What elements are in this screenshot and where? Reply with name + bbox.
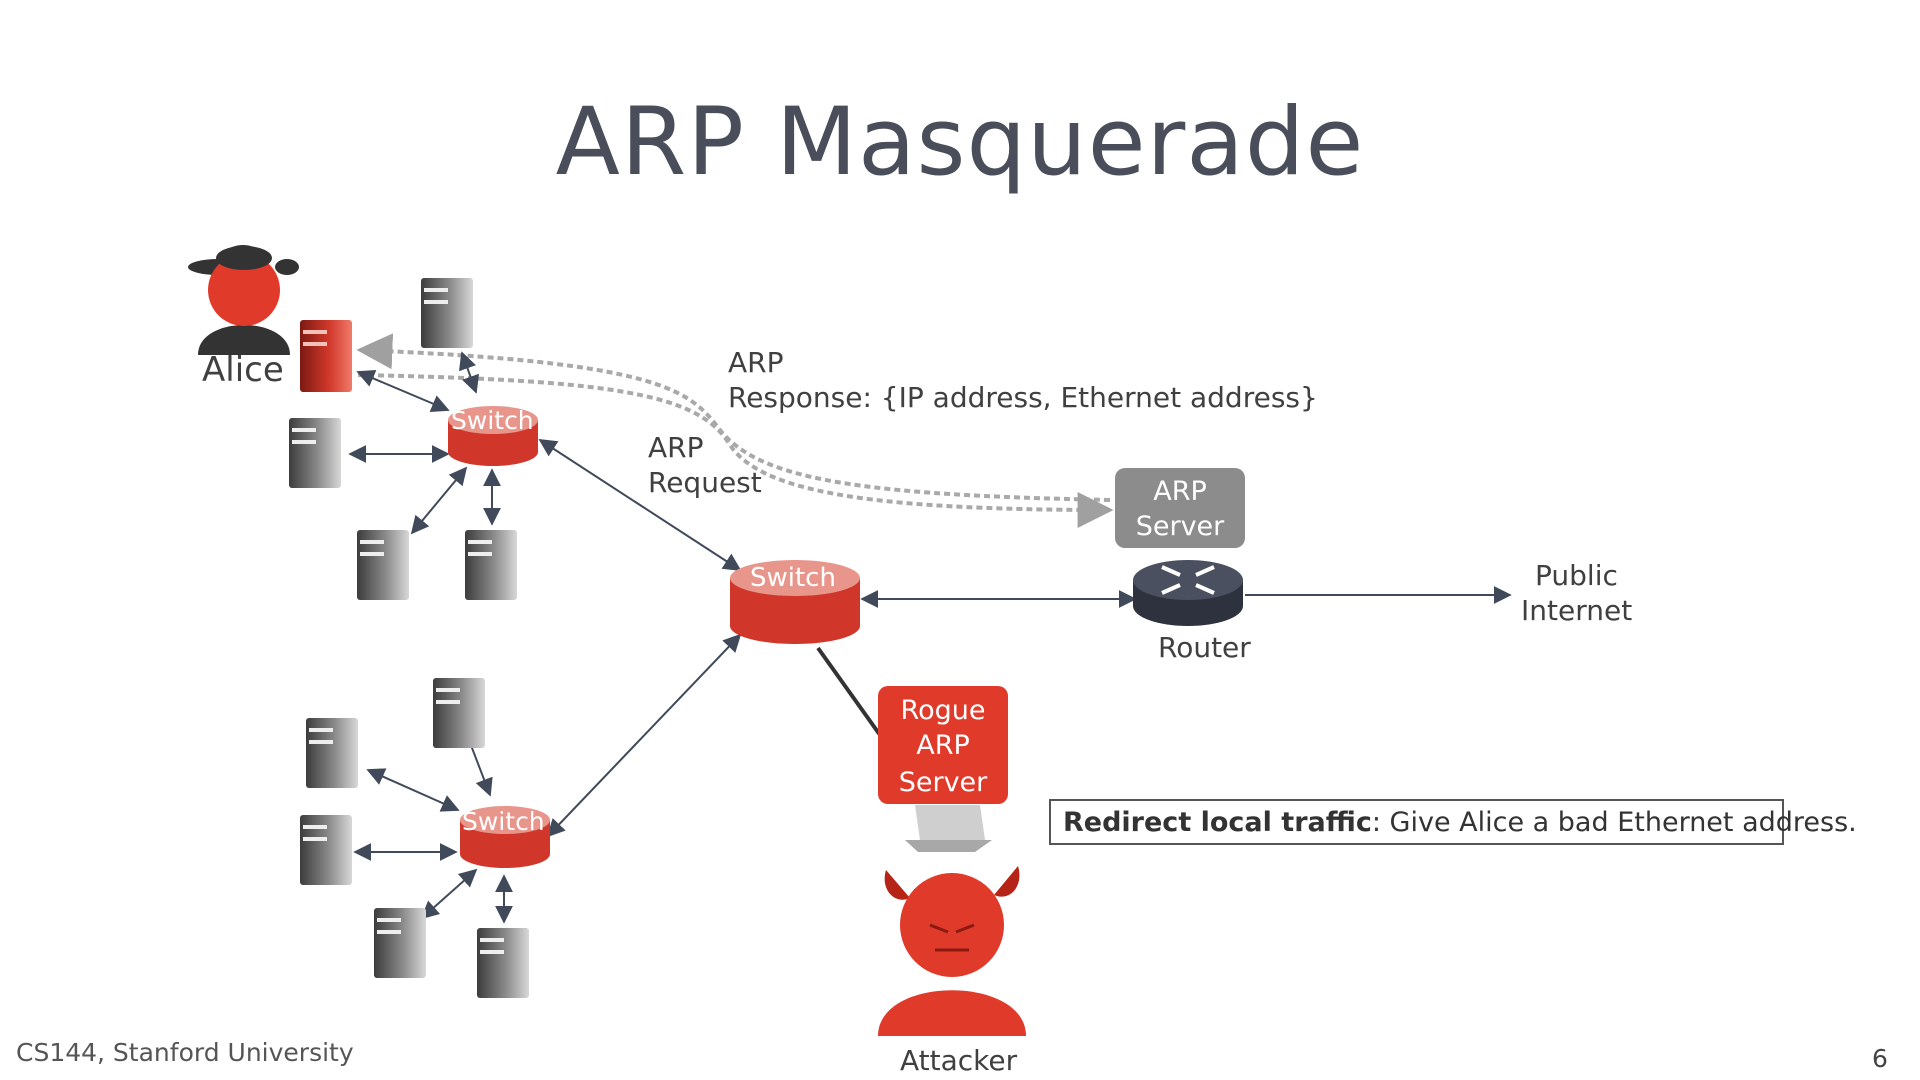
alice-person-icon: [188, 245, 299, 355]
switch-label-bottom: Switch: [462, 807, 545, 836]
rogue-label-line3: Server: [898, 767, 988, 798]
server-icon: [477, 928, 529, 998]
footer-text: CS144, Stanford University: [16, 1038, 354, 1067]
server-icon: [421, 278, 473, 348]
arp-request-label-line2: Request: [648, 466, 762, 499]
server-icon: [433, 678, 485, 748]
links: [348, 351, 1512, 924]
public-internet-label-line2: Internet: [1521, 594, 1633, 627]
arp-request-label-line1: ARP: [648, 431, 704, 464]
server-icon: [306, 718, 358, 788]
switch-icon-bottom: [460, 806, 550, 868]
rogue-arp-server-box: [878, 686, 1008, 804]
switch-icon-center: [730, 560, 860, 644]
rogue-label-line1: Rogue: [900, 695, 986, 726]
slide-title: ARP Masquerade: [555, 88, 1365, 197]
server-icon: [465, 530, 517, 600]
arp-response-label-line2: Response: {IP address, Ethernet address}: [728, 381, 1318, 414]
rogue-label-line2: ARP: [916, 730, 970, 761]
switch-icon-top: [448, 406, 538, 466]
alice-server-icon: [300, 320, 352, 392]
server-icon: [289, 418, 341, 488]
switch-label-top: Switch: [451, 406, 534, 435]
attacker-devil-icon: [878, 866, 1026, 1036]
attacker-label: Attacker: [900, 1044, 1018, 1077]
callout-bold: Redirect local traffic: [1063, 807, 1372, 838]
page-number: 6: [1872, 1044, 1888, 1073]
arp-server-label-line1: ARP: [1153, 476, 1207, 507]
arp-dashed-paths: [356, 333, 1114, 528]
router-icon: [1133, 560, 1243, 626]
public-internet-label-line1: Public: [1535, 559, 1618, 592]
server-icon: [374, 908, 426, 978]
server-icons: [289, 278, 529, 998]
arp-response-label-line1: ARP: [728, 346, 784, 379]
callout-box: Redirect local traffic: Give Alice a bad…: [1049, 799, 1857, 845]
switch-label-center: Switch: [750, 563, 836, 593]
laptop-icon: [905, 805, 992, 852]
server-icon: [300, 815, 352, 885]
router-label: Router: [1158, 631, 1251, 664]
alice-label: Alice: [202, 350, 284, 390]
arp-server-box: [1115, 468, 1245, 548]
server-icon: [357, 530, 409, 600]
arp-server-label-line2: Server: [1135, 511, 1225, 542]
callout-text: : Give Alice a bad Ethernet address.: [1371, 807, 1857, 838]
